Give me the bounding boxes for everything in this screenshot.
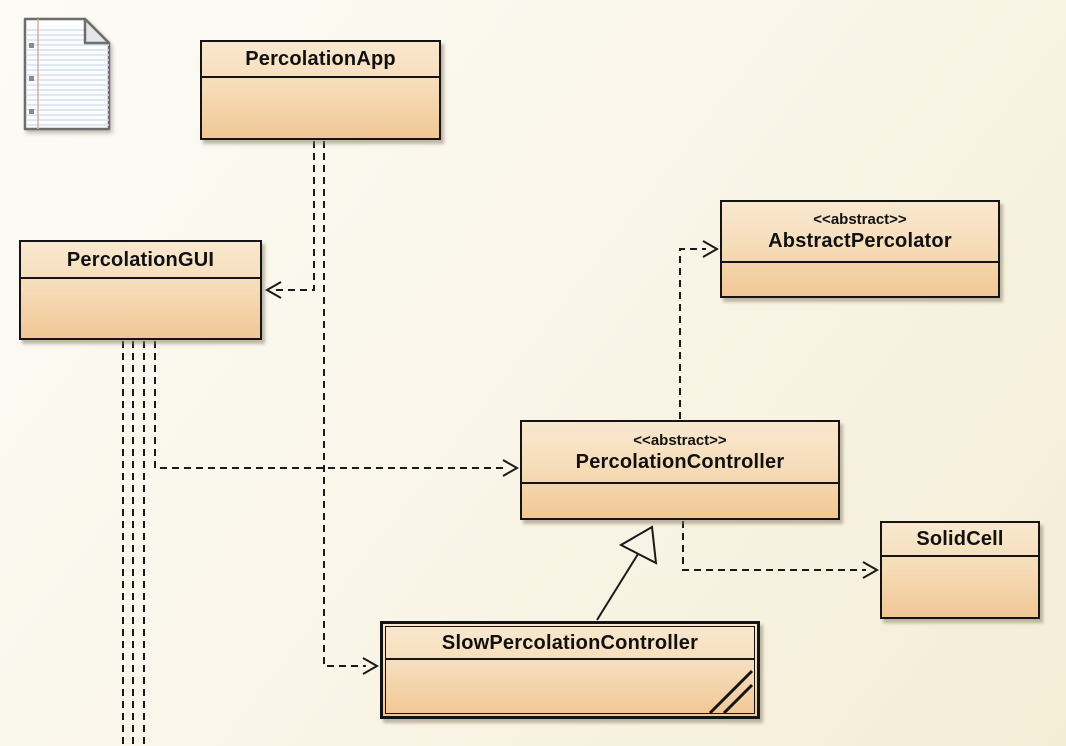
class-title: PercolationApp [202, 42, 439, 78]
class-attributes-compartment [21, 279, 260, 338]
dependency-gui-to-controller[interactable] [154, 341, 520, 477]
class-name: AbstractPercolator [768, 230, 952, 252]
class-title: SolidCell [882, 523, 1038, 557]
document-icon[interactable] [22, 16, 114, 134]
class-title: <<abstract>> AbstractPercolator [722, 202, 998, 263]
class-percolation-app[interactable]: PercolationApp [200, 40, 441, 140]
class-name: SolidCell [916, 528, 1004, 550]
class-attributes-compartment [522, 484, 838, 518]
generalization-slowcontroller-to-controller[interactable] [596, 525, 658, 621]
dependency-gui-offcanvas-lines[interactable] [122, 341, 145, 746]
class-title: SlowPercolationController [386, 627, 754, 660]
class-title: PercolationGUI [21, 242, 260, 279]
class-percolation-controller[interactable]: <<abstract>> PercolationController [520, 420, 840, 520]
class-stereotype: <<abstract>> [813, 211, 907, 228]
class-stereotype: <<abstract>> [633, 431, 727, 449]
class-attributes-compartment [202, 78, 439, 138]
class-abstract-percolator[interactable]: <<abstract>> AbstractPercolator [720, 200, 1000, 298]
class-slow-percolation-controller[interactable]: SlowPercolationController [380, 621, 760, 719]
dependency-controller-to-abstractpercolator[interactable] [679, 240, 720, 419]
class-name: SlowPercolationController [441, 631, 699, 654]
double-border-inner: SlowPercolationController [385, 626, 755, 714]
class-name: PercolationApp [245, 48, 396, 70]
corner-grip-icon [708, 669, 754, 713]
dependency-app-to-gui[interactable] [264, 141, 315, 299]
class-title: <<abstract>> PercolationController [522, 422, 838, 484]
dependency-app-to-slowcontroller[interactable] [323, 141, 380, 675]
class-percolation-gui[interactable]: PercolationGUI [19, 240, 262, 340]
class-name: PercolationGUI [66, 248, 215, 271]
class-attributes-compartment [882, 557, 1038, 617]
class-attributes-compartment [386, 660, 754, 713]
class-name: PercolationController [575, 450, 785, 473]
class-attributes-compartment [722, 263, 998, 296]
dependency-controller-to-solidcell[interactable] [682, 521, 880, 579]
class-solid-cell[interactable]: SolidCell [880, 521, 1040, 619]
